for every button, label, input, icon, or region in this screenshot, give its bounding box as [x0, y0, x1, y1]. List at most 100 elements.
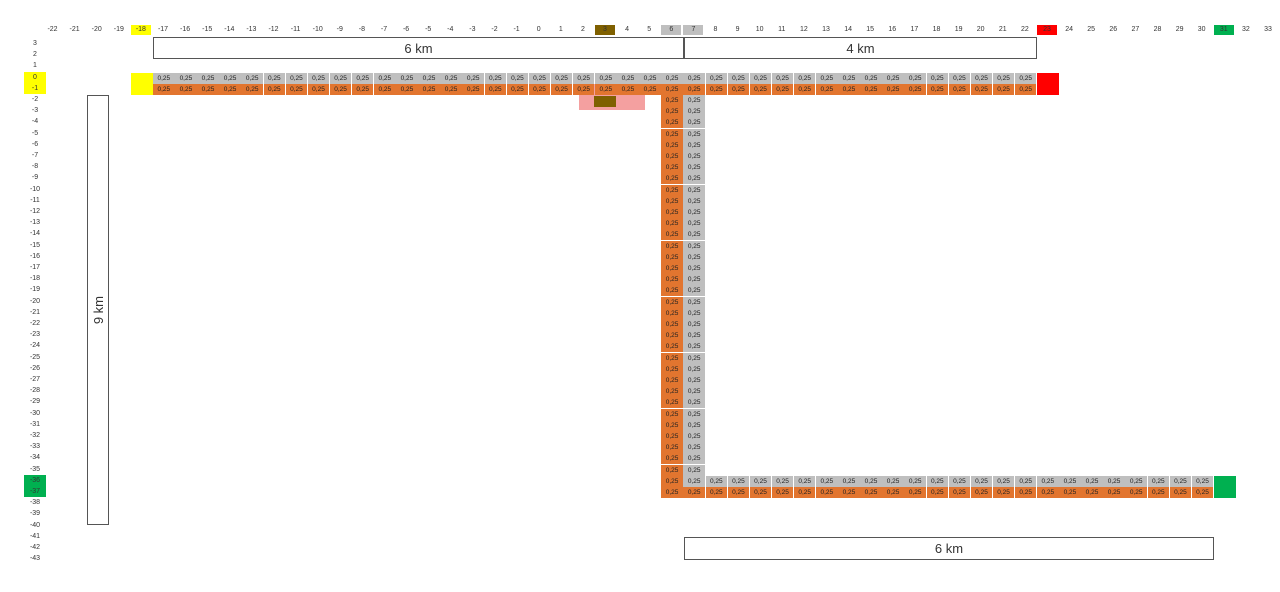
column-label: 7: [683, 25, 704, 35]
grid-cell: 0,25: [882, 72, 904, 84]
grid-cell: 0,25: [860, 475, 882, 487]
grid-cell: 0,25: [793, 475, 816, 487]
row-label: -35: [29, 465, 41, 473]
row-label: -7: [31, 152, 39, 159]
grid-cell: 0,25: [771, 475, 794, 487]
grid-cell: 0,25: [793, 83, 816, 95]
column-label: 9: [735, 26, 740, 33]
distance-label: 6 km: [404, 40, 433, 56]
column-label: -15: [202, 26, 213, 33]
grid-cell: 0,25: [661, 207, 683, 218]
column-label: 30: [1197, 26, 1206, 33]
grid-cell: 0,25: [860, 72, 882, 84]
column-label: -11: [290, 26, 301, 33]
grid-cell: 0,25: [1037, 487, 1059, 498]
grid-cell: 0,25: [948, 72, 971, 84]
grid-cell: 0,25: [1103, 475, 1125, 487]
row-label: -16: [29, 252, 41, 260]
grid-cell: 0,25: [683, 397, 705, 409]
grid-cell: 0,25: [661, 128, 683, 140]
grid-cell: 0,25: [727, 487, 750, 498]
grid-cell: 0,25: [440, 83, 462, 95]
row-label: -6: [31, 140, 39, 148]
grid-cell: 0,25: [683, 151, 705, 162]
grid-cell: 0,25: [661, 184, 683, 196]
row-label: 2: [33, 51, 37, 59]
grid-cell: 0,25: [705, 487, 728, 498]
grid-cell: 0,25: [926, 487, 949, 498]
row-label: -4: [31, 118, 39, 126]
grid-cell: 0,25: [926, 72, 949, 84]
grid-cell: 0,25: [528, 83, 551, 95]
grid-cell: 0,25: [683, 207, 705, 218]
column-label: 6: [661, 25, 682, 35]
grid-cell: 0,25: [771, 72, 794, 84]
grid-cell: 0,25: [683, 117, 705, 129]
column-label: -21: [69, 26, 80, 33]
column-label: 31: [1213, 25, 1234, 35]
grid-cell: 0,25: [639, 72, 661, 84]
column-label: -13: [246, 26, 257, 33]
column-label: 14: [844, 26, 852, 33]
grid-cell: 0,25: [175, 83, 197, 95]
row-label: -19: [29, 286, 41, 294]
grid-cell: 0,25: [550, 72, 573, 84]
row-label: -20: [29, 297, 41, 305]
column-label: 22: [1020, 26, 1029, 33]
column-label: -18: [130, 25, 151, 35]
column-label: 19: [954, 26, 963, 33]
grid-cell: 0,25: [285, 83, 308, 95]
grid-cell: 0,25: [992, 487, 1015, 498]
grid-cell: 0,25: [661, 285, 683, 297]
grid-cell: 0,25: [1191, 475, 1214, 487]
grid-cell: 0,25: [816, 475, 838, 487]
grid-cell: 0,25: [418, 72, 440, 84]
row-label: -30: [29, 409, 41, 417]
row-label: -23: [29, 331, 41, 339]
grid-cell: 0,25: [683, 408, 705, 420]
row-label: -3: [31, 107, 39, 115]
grid-cell: 0,25: [683, 475, 705, 487]
row-label: -43: [29, 555, 41, 563]
grid-cell: 0,25: [484, 83, 507, 95]
grid-cell: 0,25: [683, 464, 705, 476]
grid-cell: 0,25: [683, 453, 705, 465]
row-label: -32: [29, 432, 41, 439]
grid-cell: 0,25: [285, 72, 308, 84]
row-label: -22: [29, 320, 41, 327]
column-label: 13: [822, 26, 830, 33]
grid-cell: 0,25: [329, 83, 352, 95]
grid-cell: 0,25: [683, 173, 705, 185]
column-label: -3: [469, 26, 476, 33]
grid-cell: 0,25: [617, 72, 639, 84]
grid-cell: 0,25: [661, 453, 683, 465]
row-label: -39: [29, 510, 41, 518]
grid-cell: 0,25: [661, 319, 683, 330]
distance-box-top-left: 6 km: [153, 37, 684, 59]
grid-cell: 0,25: [661, 375, 683, 386]
grid-cell: 0,25: [661, 386, 683, 398]
grid-cell: 0,25: [970, 487, 993, 498]
grid-cell: 0,25: [705, 72, 728, 84]
column-label: -5: [425, 26, 432, 33]
grid-cell: 0,25: [683, 139, 705, 151]
grid-cell: 0,25: [219, 72, 241, 84]
grid-cell: 0,25: [683, 195, 705, 207]
column-label: -16: [180, 26, 191, 33]
brown-marker: [594, 96, 617, 108]
grid-cell: 0,25: [838, 487, 860, 498]
end-marker-green: [1213, 475, 1236, 499]
grid-cell: 0,25: [948, 487, 971, 498]
end-marker-red: [1037, 72, 1060, 95]
grid-cell: 0,25: [661, 442, 683, 454]
row-label: -33: [29, 443, 41, 451]
grid-cell: 0,25: [904, 83, 926, 95]
column-label: 29: [1175, 26, 1184, 33]
grid-cell: 0,25: [550, 83, 573, 95]
grid-cell: 0,25: [683, 128, 705, 140]
column-label: -8: [358, 26, 365, 33]
column-label: 33: [1264, 26, 1272, 33]
grid-cell: 0,25: [683, 274, 705, 286]
grid-cell: 0,25: [396, 72, 418, 84]
column-label: -10: [312, 26, 323, 33]
